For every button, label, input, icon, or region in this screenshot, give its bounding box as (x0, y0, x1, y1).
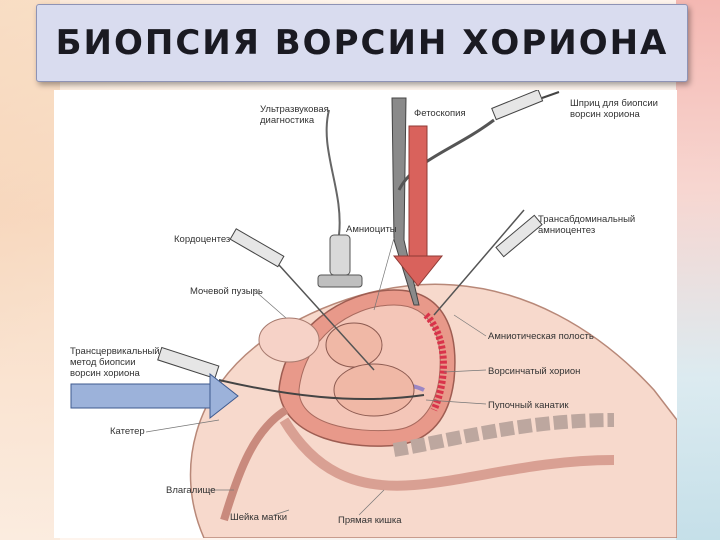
villous-chorion (423, 312, 447, 412)
fetus-body (333, 363, 415, 417)
label-vagina: Влагалище (166, 485, 216, 496)
label-fetoscope: Фетоскопия (414, 108, 466, 119)
bladder-shape (258, 317, 320, 363)
background-decoration-right (676, 0, 720, 540)
label-ultrasound: Ультразвуковая диагностика (260, 104, 329, 126)
label-umbilical-cord: Пупочный канатик (488, 400, 569, 411)
leader-lines (145, 237, 487, 516)
label-villous-chorion: Ворсинчатый хорион (488, 366, 581, 377)
spine (392, 413, 615, 457)
vagina-shape (220, 406, 289, 522)
cordocentesis-needle (278, 264, 375, 371)
amniocentesis-syringe (495, 214, 543, 258)
label-cervix: Шейка матки (230, 512, 288, 523)
label-transabdominal: Трансабдоминальный амниоцентез (538, 214, 636, 236)
amniocentesis-needle (433, 209, 525, 316)
label-catheter: Катетер (110, 426, 145, 437)
label-amniocytes: Амниоциты (346, 224, 397, 235)
ultrasound-head (317, 274, 363, 288)
cordocentesis-syringe (229, 228, 285, 268)
blue-pointer-arrow (70, 372, 239, 420)
fetus-head (325, 322, 383, 368)
label-amniotic-cavity: Амниотическая полость (488, 331, 594, 342)
fetoscope-cable (397, 118, 495, 191)
catheter (218, 379, 425, 401)
background-decoration-left (0, 0, 60, 540)
anatomy-illustration: Ультразвуковая диагностика Фетоскопия Шп… (54, 90, 677, 538)
title-banner: БИОПСИЯ ВОРСИН ХОРИОНА (36, 4, 688, 82)
slide-title: БИОПСИЯ ВОРСИН ХОРИОНА (55, 23, 669, 63)
rectum-shape (279, 417, 615, 491)
syringe-biopsy (491, 90, 560, 121)
label-transcervical: Трансцервикальный метод биопсии ворсин х… (70, 346, 160, 379)
fetoscope (391, 97, 420, 306)
red-pointer-arrow (392, 125, 444, 287)
label-cordocentesis: Кордоцентез (174, 234, 231, 245)
label-bladder: Мочевой пузырь (190, 286, 263, 297)
ultrasound-probe (329, 234, 351, 276)
illustration-canvas (145, 90, 677, 538)
label-rectum: Прямая кишка (338, 515, 402, 526)
ultrasound-cable (325, 109, 341, 236)
transcervical-syringe (157, 346, 220, 380)
label-syringe: Шприц для биопсии ворсин хориона (570, 98, 658, 120)
